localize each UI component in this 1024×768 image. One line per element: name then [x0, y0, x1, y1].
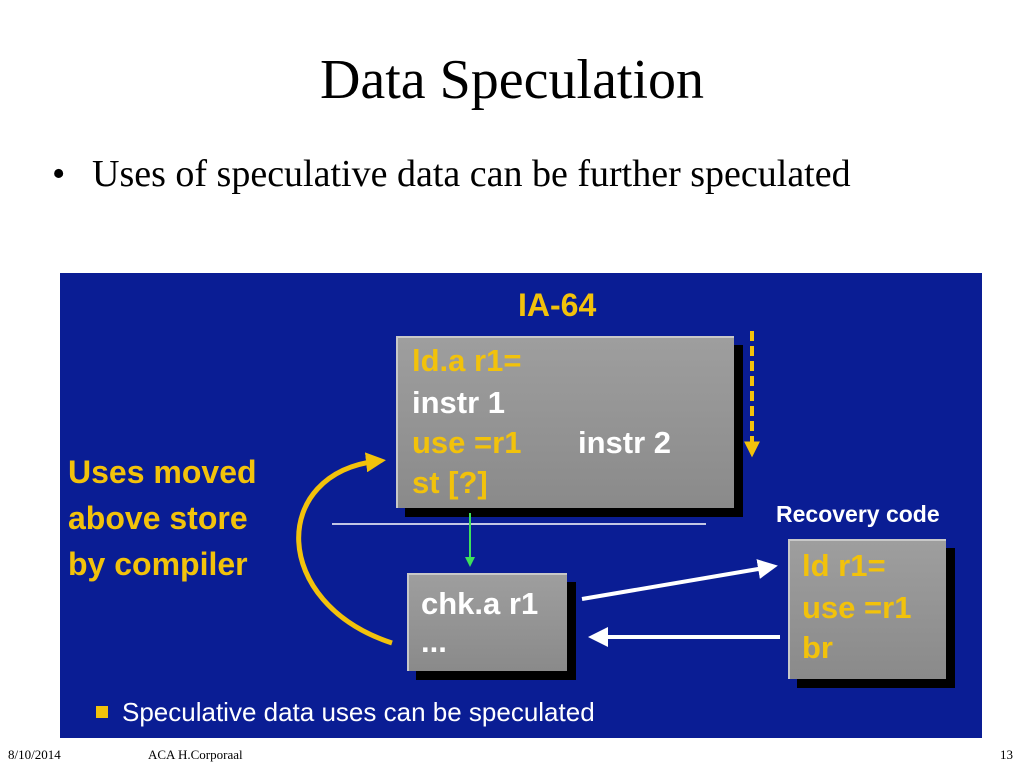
recovery-line-ld: ld r1= [802, 548, 886, 583]
figure-arrows [296, 331, 780, 647]
figure-bottom-bullet-text: Speculative data uses can be speculated [122, 697, 595, 727]
footer-author: ACA H.Corporaal [148, 747, 243, 762]
side-label-line-3: by compiler [68, 546, 248, 582]
recovery-line-br: br [802, 630, 833, 665]
side-label-line-1: Uses moved [68, 454, 257, 490]
footer-page-number: 13 [1000, 747, 1013, 762]
move-up-arrow [296, 452, 393, 646]
footer-date: 8/10/2014 [8, 747, 61, 762]
side-label-line-2: above store [68, 500, 248, 536]
code-line-instr2: instr 2 [578, 425, 672, 460]
to-recovery-arrow [581, 559, 778, 601]
recovery-line-use: use =r1 [802, 590, 912, 625]
check-code-block: chk.a r1 ... [407, 573, 567, 671]
code-line-chk: chk.a r1 [421, 586, 539, 621]
figure-heading: IA-64 [518, 287, 597, 323]
main-code-block: ld.a r1= instr 1 use =r1 instr 2 st [?] [396, 336, 734, 508]
code-line-store: st [?] [412, 465, 488, 500]
slide-title: Data Speculation [319, 49, 705, 111]
side-label: Uses moved above store by compiler [68, 449, 308, 587]
code-line-use: use =r1 [412, 425, 522, 460]
code-line-instr1: instr 1 [412, 385, 506, 420]
recovery-label: Recovery code [776, 501, 940, 527]
bullet-marker: • [52, 153, 66, 195]
square-bullet-icon [96, 706, 108, 719]
code-line-ld-a: ld.a r1= [412, 343, 522, 378]
figure-bottom-bullet: Speculative data uses can be speculated [96, 697, 595, 728]
ia64-figure: IA-64 ld.a r1= instr 1 use =r1 instr 2 s… [60, 273, 982, 738]
code-line-ellipsis: ... [421, 624, 447, 659]
bullet-text: Uses of speculative data can be further … [92, 153, 851, 195]
recovery-code-block: ld r1= use =r1 br [788, 539, 946, 679]
